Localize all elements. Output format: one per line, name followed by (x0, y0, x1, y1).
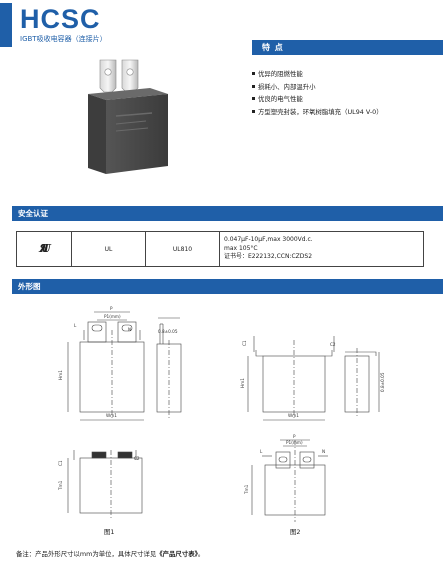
product-series-title: HCSC (20, 4, 101, 34)
certification-header: 安全认证 (12, 206, 443, 221)
dim-label-n: N (128, 327, 131, 332)
feature-item: 方型塑壳封装，环氧树脂填充（UL94 V-0） (252, 106, 383, 119)
specification-cell: 0.047μF-10μF,max 3000Vd.c. max 105°C 证书号… (219, 231, 424, 267)
fig1-front-view (67, 311, 145, 421)
standard-number-cell: UL810 (145, 231, 220, 267)
dim-label-p1: P1(mm) (104, 314, 121, 319)
ul-mark-cell: Я U (16, 231, 72, 267)
svg-text:U: U (41, 242, 52, 254)
dim-label-p-fig2: P (293, 434, 296, 439)
product-subtitle: IGBT吸收电容器（连接片） (20, 35, 107, 43)
dim-label-c1: C1 (58, 460, 63, 466)
features-list: 优异的阻燃性能 损耗小、内部温升小 优良的电气性能 方型塑壳封装，环氧树脂填充（… (252, 68, 383, 118)
dim-label-p1-fig2: P1(mm) (286, 440, 303, 445)
dim-label-wmax-fig2: Wm1 (288, 413, 299, 418)
dim-label-tmax: Tm1 (58, 480, 63, 491)
outline-drawings: P P1(mm) L N 0.8±0.05 Hm1 Wm1 C1 C2 Tm1 … (58, 306, 385, 522)
ul-recognized-mark-icon: Я U (38, 242, 52, 255)
header-accent-bar (0, 3, 12, 47)
dim-label-c1-fig2: C1 (242, 340, 247, 346)
dim-label-thickness: 0.8±0.05 (158, 329, 178, 334)
figure-2-label: 图2 (290, 528, 301, 536)
dim-label-wmax: Wm1 (106, 413, 117, 418)
dim-label-thickness-fig2: 0.8±0.05 (380, 372, 385, 392)
features-header: 特 点 (252, 40, 443, 55)
feature-item: 优异的阻燃性能 (252, 68, 383, 81)
dim-label-l: L (74, 323, 77, 328)
dim-label-n-fig2: N (322, 449, 325, 454)
fig1-top-view (67, 450, 143, 520)
standard-name-cell: UL (71, 231, 146, 267)
dim-label-hmax: Hm1 (58, 370, 63, 380)
dim-label-tmax-fig2: Tm1 (244, 484, 249, 495)
dim-label-c2-fig2: C2 (330, 342, 336, 347)
dim-label-hmax-fig2: Hm1 (240, 378, 245, 388)
bullet-icon (252, 84, 255, 88)
bullet-icon (252, 109, 255, 113)
bullet-icon (252, 72, 255, 75)
size-table-reference: 《产品尺寸表》 (156, 550, 198, 558)
certification-table: Я U UL UL810 0.047μF-10μF,max 3000Vd.c. … (16, 231, 424, 267)
footnote: 备注：产品外形尺寸以mm为单位，具体尺寸详见《产品尺寸表》。 (16, 550, 205, 558)
figure-1-label: 图1 (104, 528, 115, 536)
feature-item: 损耗小、内部温升小 (252, 81, 383, 94)
dim-label-l-fig2: L (260, 449, 263, 454)
capacitor-product-image (88, 59, 168, 174)
dimensions-header: 外形图 (12, 279, 443, 294)
fig2-side-view (344, 348, 380, 418)
fig1-side-view (156, 317, 182, 418)
fig2-top-view (251, 439, 328, 522)
fig2-front-view (247, 336, 335, 421)
dim-label-p: P (110, 306, 113, 311)
bullet-icon (252, 97, 255, 100)
table-row: Я U UL UL810 0.047μF-10μF,max 3000Vd.c. … (16, 231, 424, 267)
feature-item: 优良的电气性能 (252, 93, 383, 106)
dim-label-c2: C2 (134, 456, 140, 461)
svg-text:Я: Я (38, 242, 49, 254)
